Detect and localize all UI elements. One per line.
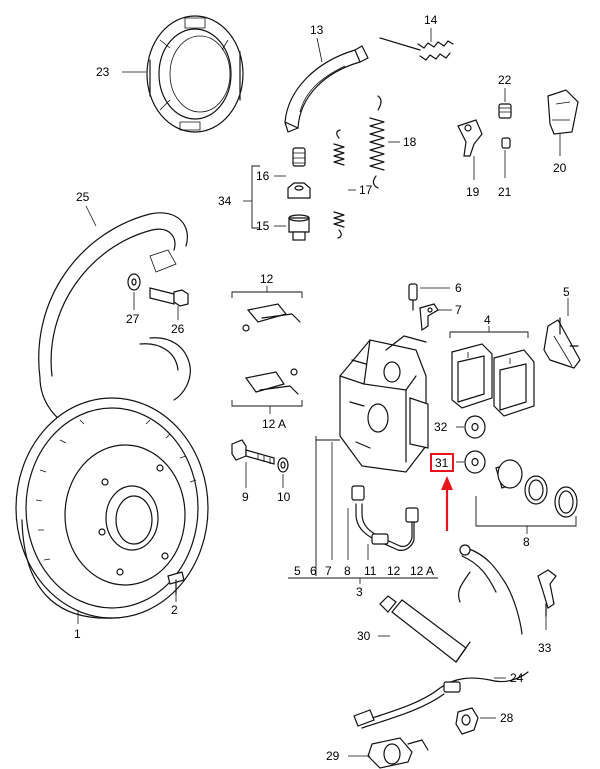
callout-12a: 12 A (262, 417, 286, 431)
callout-23: 23 (96, 65, 110, 79)
pad-spring-drawing (543, 317, 581, 369)
callout-12: 12 (260, 272, 274, 286)
callout-1: 1 (74, 627, 81, 641)
retaining-clip-a-drawing (244, 368, 299, 395)
shim-washers-drawing (464, 415, 486, 474)
callout-31: 31 (435, 456, 449, 470)
lever-parts-drawing (457, 89, 579, 157)
callout-21: 21 (498, 185, 512, 199)
kit-row-item: 7 (325, 564, 332, 578)
kit-row-item: 5 (294, 564, 301, 578)
callout-17: 17 (359, 183, 373, 197)
sensor-clip-drawing (537, 569, 557, 617)
callout-25: 25 (76, 190, 90, 204)
callout-13: 13 (310, 23, 324, 37)
callout-8: 8 (523, 535, 530, 549)
return-spring-drawing (369, 95, 385, 189)
wear-sensor-cable-drawing (353, 544, 529, 729)
callout-2: 2 (171, 603, 178, 617)
hose-holder-drawing (367, 737, 429, 769)
pin-and-cup-drawing (287, 147, 311, 241)
callout-22: 22 (498, 73, 512, 87)
backing-ring-drawing (146, 15, 244, 133)
callout-19: 19 (466, 185, 480, 199)
backing-plate-drawing (38, 212, 191, 421)
callout-15: 15 (256, 219, 270, 233)
kit-row-item: 12 A (410, 564, 434, 578)
caliper-bolt-drawing (231, 439, 289, 473)
brake-shoe-drawing (284, 45, 369, 133)
callout-3: 3 (356, 585, 363, 599)
callout-34: 34 (218, 194, 232, 208)
callout-24: 24 (510, 671, 524, 685)
callout-27: 27 (126, 312, 140, 326)
hold-down-springs-drawing (333, 129, 345, 239)
callout-9: 9 (242, 490, 249, 504)
callout-16: 16 (256, 169, 270, 183)
callout-5: 5 (563, 285, 570, 299)
callout-28: 28 (500, 711, 514, 725)
callout-29: 29 (326, 749, 340, 763)
callout-31-highlight-box (430, 453, 454, 472)
brake-pads-drawing (451, 343, 535, 417)
bleed-valve-drawing (408, 283, 439, 332)
callout-10: 10 (277, 490, 291, 504)
callout-4: 4 (484, 313, 491, 327)
highlight-arrow (441, 476, 453, 531)
retaining-clip-drawing (242, 303, 301, 332)
kit-row-item: 6 (310, 564, 317, 578)
kit-row-item: 12 (387, 564, 401, 578)
adjuster-screw-drawing (379, 37, 454, 61)
kit-row: 5 6 7 8 11 12 12 A (294, 564, 434, 578)
callout-20: 20 (553, 161, 567, 175)
kit-row-item: 11 (364, 564, 377, 578)
cable-clamp-drawing (455, 707, 479, 735)
grease-tube-drawing (379, 595, 471, 663)
washer-and-bolt-drawing (127, 273, 189, 307)
callout-32: 32 (434, 420, 448, 434)
brake-caliper-drawing (339, 335, 429, 473)
brake-pipe-drawing (351, 485, 419, 551)
callout-18: 18 (403, 135, 417, 149)
callout-30: 30 (357, 629, 371, 643)
piston-seals-drawing (495, 459, 578, 518)
callout-14: 14 (424, 13, 438, 27)
callout-7: 7 (455, 303, 462, 317)
brake-disc-drawing (15, 397, 209, 619)
callout-26: 26 (171, 322, 185, 336)
kit-row-item: 8 (344, 564, 351, 578)
callout-6: 6 (455, 281, 462, 295)
disc-screw-drawing (167, 571, 185, 595)
callout-33: 33 (538, 641, 552, 655)
